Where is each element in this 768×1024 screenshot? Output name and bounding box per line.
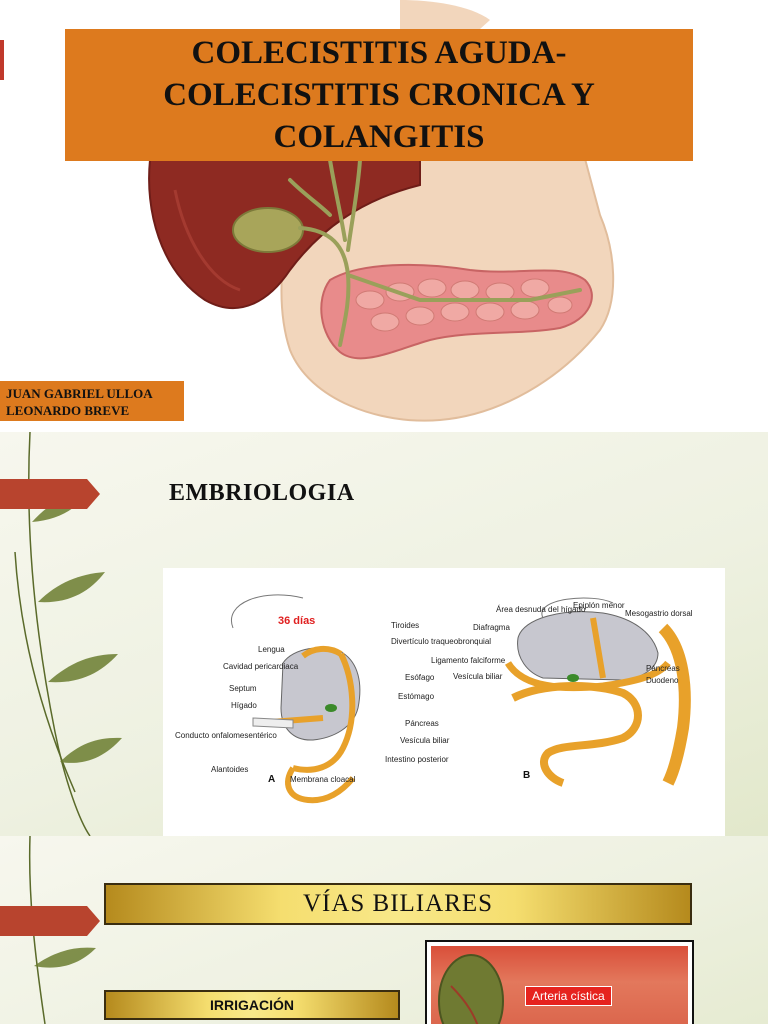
label-esofago: Esófago xyxy=(405,673,435,682)
embryology-figure: 36 días A B Lengua Cavidad pericardiaca … xyxy=(163,568,725,836)
label-mesogastrio: Mesogastrio dorsal xyxy=(625,609,693,618)
label-higado: Hígado xyxy=(231,701,257,710)
liver-pancreas-illustration xyxy=(148,0,615,422)
label-pancreas-a: Páncreas xyxy=(405,719,439,728)
label-estomago: Estómago xyxy=(398,692,435,701)
embryology-diagram: 36 días A B Lengua Cavidad pericardiaca … xyxy=(175,594,693,804)
title-slide: COLECISTITIS AGUDA- COLECISTITIS CRONICA… xyxy=(0,0,768,432)
label-intestino: Intestino posterior xyxy=(385,755,449,764)
label-ligamento: Ligamento falciforme xyxy=(431,656,506,665)
slide-edge-accent xyxy=(0,40,4,80)
section-heading: EMBRIOLOGIA xyxy=(169,480,355,506)
label-vesicula-b: Vesícula biliar xyxy=(453,672,503,681)
days-label: 36 días xyxy=(278,615,315,627)
label-vesicula-a: Vesícula biliar xyxy=(400,736,450,745)
label-diafragma: Diafragma xyxy=(473,623,510,632)
label-septum: Septum xyxy=(229,684,257,693)
gallbladder-photo-shapes xyxy=(438,954,504,1024)
author-1: JUAN GABRIEL ULLOA xyxy=(6,386,153,401)
anatomy-photo: Arteria cística xyxy=(425,940,694,1024)
subheading-bar: IRRIGACIÓN xyxy=(104,990,400,1020)
arteria-cistica-label: Arteria cística xyxy=(525,986,612,1006)
title-line-2: COLECISTITIS CRONICA Y xyxy=(163,77,595,113)
embriologia-slide: EMBRIOLOGIA 36 días A B Lengua Ca xyxy=(0,432,768,836)
section-heading-bar: VÍAS BILIARES xyxy=(104,883,692,925)
label-epiplon: Epiplón menor xyxy=(573,601,625,610)
subheading: IRRIGACIÓN xyxy=(210,997,294,1013)
label-lengua: Lengua xyxy=(258,645,285,654)
vias-biliares-slide: VÍAS BILIARES IRRIGACIÓN Arteria cística xyxy=(0,836,768,1024)
label-duodeno: Duodeno xyxy=(646,676,679,685)
figure-label-a: A xyxy=(268,774,275,785)
author-2: LEONARDO BREVE xyxy=(6,403,130,418)
label-conducto: Conducto onfalomesentérico xyxy=(175,731,277,740)
title-line-3: COLANGITIS xyxy=(273,119,485,155)
figure-label-b: B xyxy=(523,770,530,781)
title-line-1: COLECISTITIS AGUDA- xyxy=(191,35,567,71)
label-alantoides: Alantoides xyxy=(211,765,248,774)
slide-arrow-tab xyxy=(0,906,100,936)
label-membrana: Membrana cloacal xyxy=(290,775,356,784)
label-diverticulo: Divertículo traqueobronquial xyxy=(391,637,491,646)
label-area-desnuda: Área desnuda del hígado xyxy=(496,605,586,614)
label-pancreas-b: Páncreas xyxy=(646,664,680,673)
photo-image: Arteria cística xyxy=(431,946,688,1024)
section-heading: VÍAS BILIARES xyxy=(302,890,494,917)
slide-arrow-tab xyxy=(0,479,100,509)
label-cavidad: Cavidad pericardiaca xyxy=(223,662,299,671)
authors-box: JUAN GABRIEL ULLOA LEONARDO BREVE xyxy=(0,381,184,421)
presentation-title: COLECISTITIS AGUDA- COLECISTITIS CRONICA… xyxy=(65,29,693,161)
label-tiroides: Tiroides xyxy=(391,621,419,630)
